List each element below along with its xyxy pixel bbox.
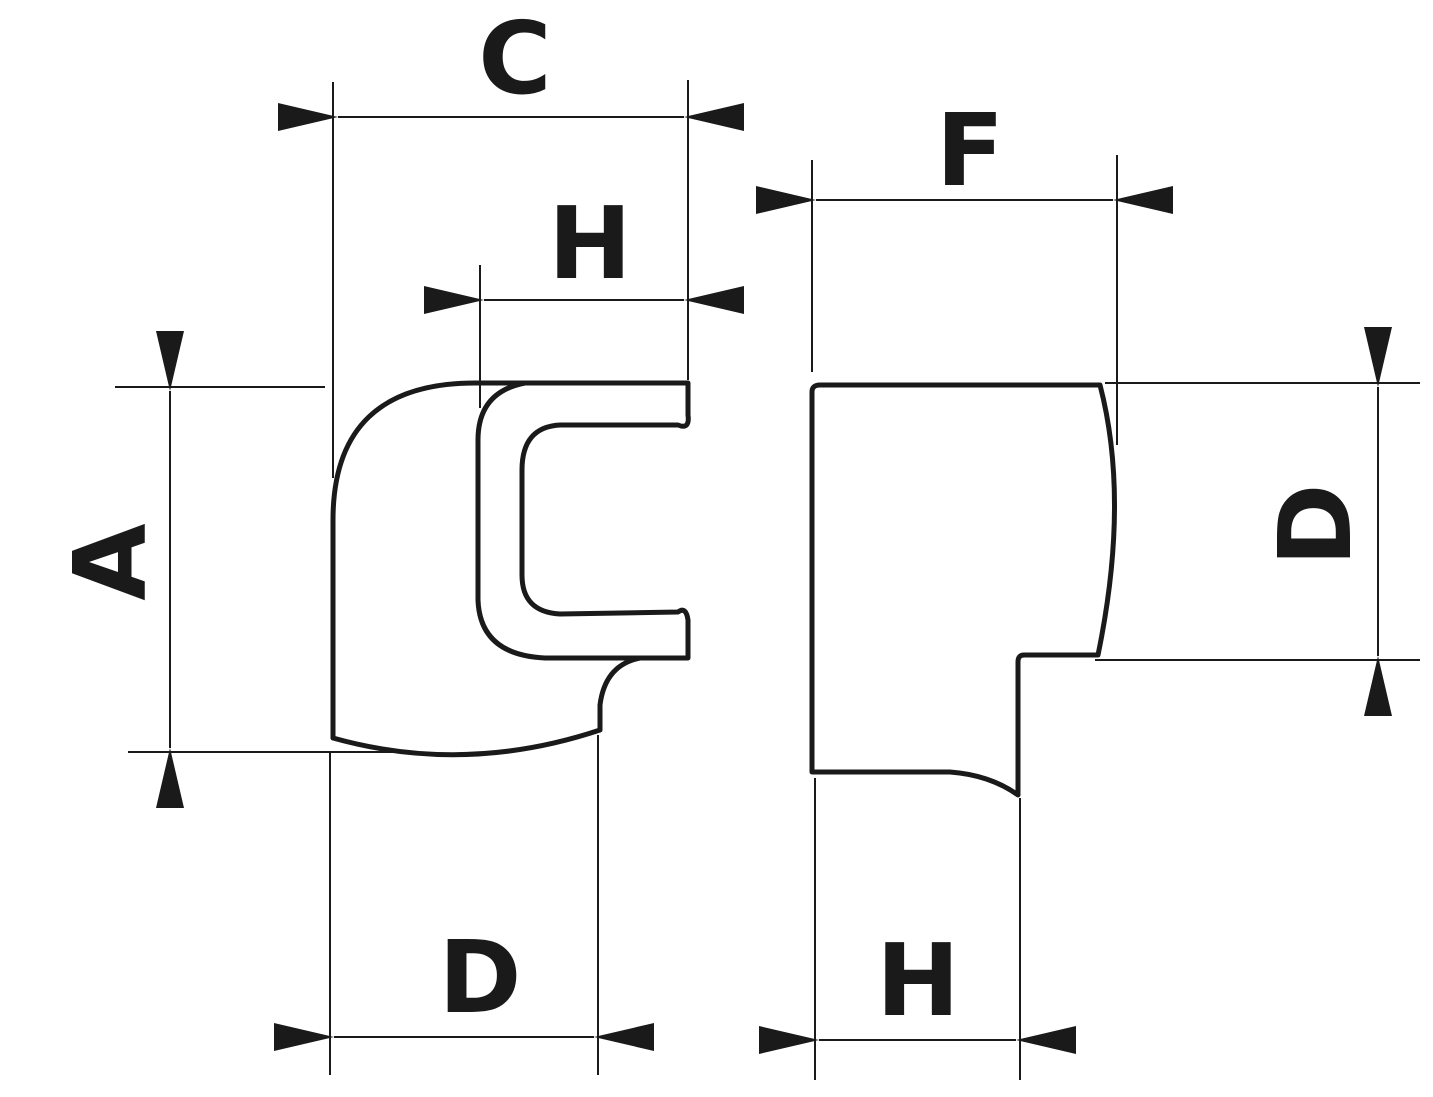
dimension-label-c: C — [478, 0, 551, 117]
dimension-a: A — [52, 331, 400, 808]
dimension-d-bottom: D — [274, 735, 654, 1075]
dimension-h-bottom: H — [759, 778, 1076, 1080]
left-view-profile — [330, 380, 691, 758]
dimension-label-h-bottom: H — [876, 922, 960, 1039]
dimension-c: C — [278, 0, 744, 478]
dimension-label-f: F — [936, 92, 1004, 209]
dimension-d-right: D — [1095, 327, 1420, 716]
dimension-label-d-bottom: D — [438, 919, 521, 1036]
dimension-label-d-right: D — [1257, 483, 1374, 566]
dimension-h-top: H — [424, 185, 744, 408]
dimension-label-a: A — [52, 523, 169, 600]
dimension-label-h-top: H — [548, 185, 632, 302]
right-view-profile — [809, 382, 1118, 798]
dimension-f: F — [756, 92, 1173, 445]
